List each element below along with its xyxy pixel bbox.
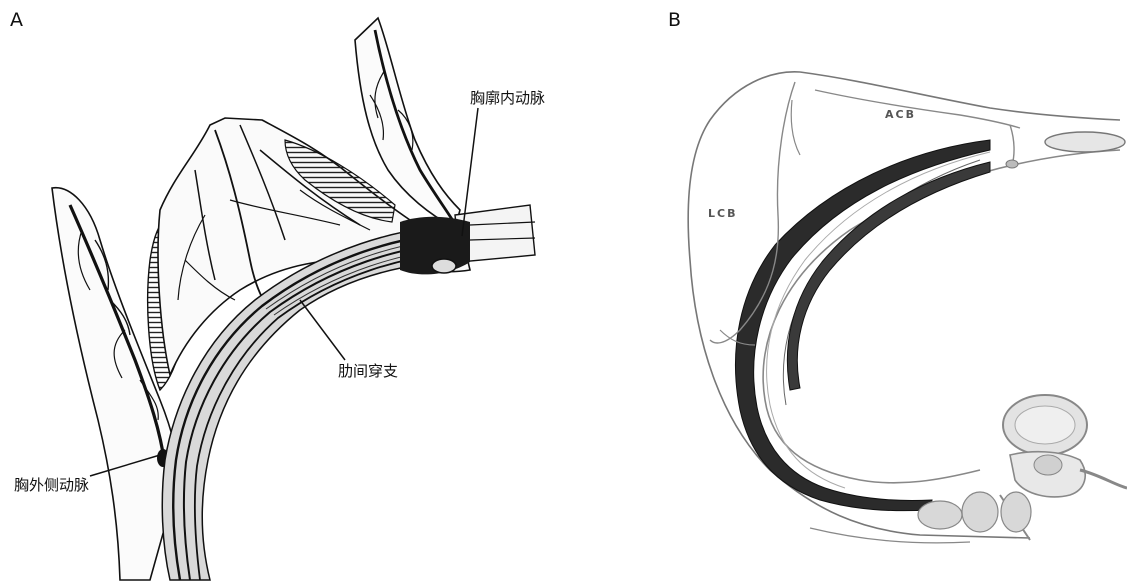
second-muscle-band: [787, 162, 990, 390]
label-lcb: LCB: [708, 207, 737, 220]
label-internal-thoracic-artery: 胸廓内动脉: [470, 87, 545, 108]
paraspinal-muscle-2: [962, 492, 998, 532]
leader-intercostal: [300, 300, 345, 360]
vessel-cross-section: [432, 259, 456, 273]
label-lateral-thoracic-artery: 胸外侧动脉: [14, 474, 89, 495]
paraspinal-muscle-1: [918, 501, 962, 529]
panel-b-illustration: ACB LCB: [560, 0, 1127, 582]
paraspinal-muscle-3: [1001, 492, 1031, 532]
panel-a: A: [0, 0, 560, 582]
sternum: [1045, 132, 1125, 152]
panel-b: B ACB LCB: [560, 0, 1127, 582]
label-acb: ACB: [885, 108, 916, 121]
chest-muscle-band: [735, 140, 990, 511]
label-intercostal-perforator: 肋间穿支: [338, 360, 398, 381]
anterior-cutaneous-branch: [815, 90, 1020, 128]
